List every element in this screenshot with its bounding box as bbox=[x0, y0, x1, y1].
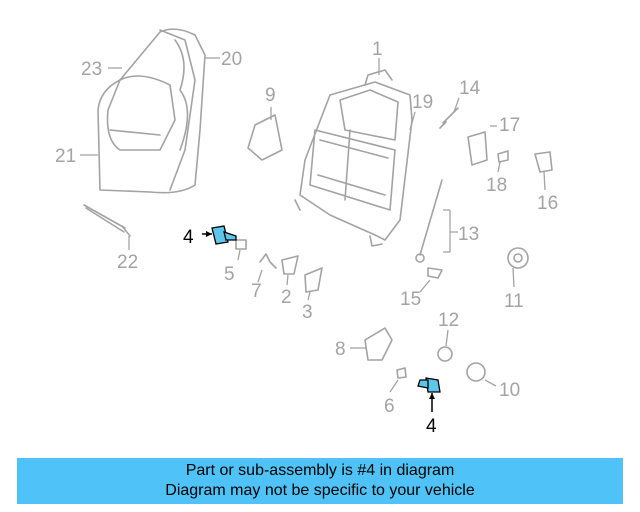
callout-4-upper: 4 bbox=[183, 227, 194, 248]
callout-5: 5 bbox=[224, 264, 235, 285]
callout-22: 22 bbox=[117, 252, 138, 273]
gear-part-11 bbox=[507, 247, 529, 269]
leader-lines bbox=[80, 57, 546, 412]
clip-part-14 bbox=[439, 107, 459, 129]
clip-part-7 bbox=[259, 253, 277, 269]
trim-strip bbox=[83, 204, 131, 237]
callout-17: 17 bbox=[499, 115, 520, 136]
callout-13: 13 bbox=[458, 224, 479, 245]
callout-3: 3 bbox=[302, 302, 313, 323]
clip-part-15 bbox=[427, 267, 443, 279]
clip-part-18 bbox=[497, 150, 509, 163]
callout-23: 23 bbox=[81, 59, 102, 80]
callout-8: 8 bbox=[335, 339, 346, 360]
banner-line-disclaimer: Diagram may not be specific to your vehi… bbox=[165, 482, 475, 499]
callout-2: 2 bbox=[281, 287, 292, 308]
bracket-part-9 bbox=[247, 114, 283, 161]
callout-4-lower: 4 bbox=[426, 416, 437, 437]
callout-9: 9 bbox=[265, 85, 276, 106]
callout-21: 21 bbox=[55, 146, 76, 167]
parts-diagram: 1 2 3 4 4 5 6 7 8 9 10 11 12 13 14 15 16… bbox=[55, 28, 558, 437]
cover-part-17 bbox=[467, 131, 488, 166]
callout-6: 6 bbox=[384, 396, 395, 417]
bracket-part-3 bbox=[304, 267, 323, 293]
seat-back-frame bbox=[294, 69, 413, 247]
callout-1: 1 bbox=[372, 39, 383, 60]
ring-part-12 bbox=[437, 346, 453, 362]
callout-20: 20 bbox=[221, 49, 242, 70]
gear-part-10 bbox=[466, 362, 486, 382]
callout-16: 16 bbox=[537, 193, 558, 214]
callout-12: 12 bbox=[438, 310, 459, 331]
nut-part-5 bbox=[235, 239, 247, 250]
callout-19: 19 bbox=[412, 92, 433, 113]
callout-7: 7 bbox=[251, 281, 262, 302]
plate-part-8 bbox=[364, 327, 393, 361]
bracket-part-2 bbox=[281, 255, 299, 275]
info-banner: Part or sub-assembly is #4 in diagram Di… bbox=[17, 458, 623, 504]
cable-part-13 bbox=[415, 179, 443, 263]
arrow-head-lower bbox=[429, 393, 435, 399]
callout-11: 11 bbox=[504, 291, 524, 312]
bolt-part-4-lower bbox=[417, 377, 441, 393]
arrow-head-upper bbox=[206, 231, 212, 237]
callout-labels: 1 2 3 4 4 5 6 7 8 9 10 11 12 13 14 15 16… bbox=[55, 39, 558, 437]
seat-back-cushion bbox=[97, 28, 206, 194]
banner-line-part: Part or sub-assembly is #4 in diagram bbox=[185, 462, 455, 479]
callout-15: 15 bbox=[400, 289, 421, 310]
callout-10: 10 bbox=[499, 380, 520, 401]
cap-part-6 bbox=[396, 367, 407, 379]
callout-14: 14 bbox=[459, 78, 481, 99]
bolt-part-4-upper bbox=[211, 225, 237, 245]
callout-18: 18 bbox=[486, 175, 507, 196]
knob-part-16 bbox=[534, 151, 553, 173]
